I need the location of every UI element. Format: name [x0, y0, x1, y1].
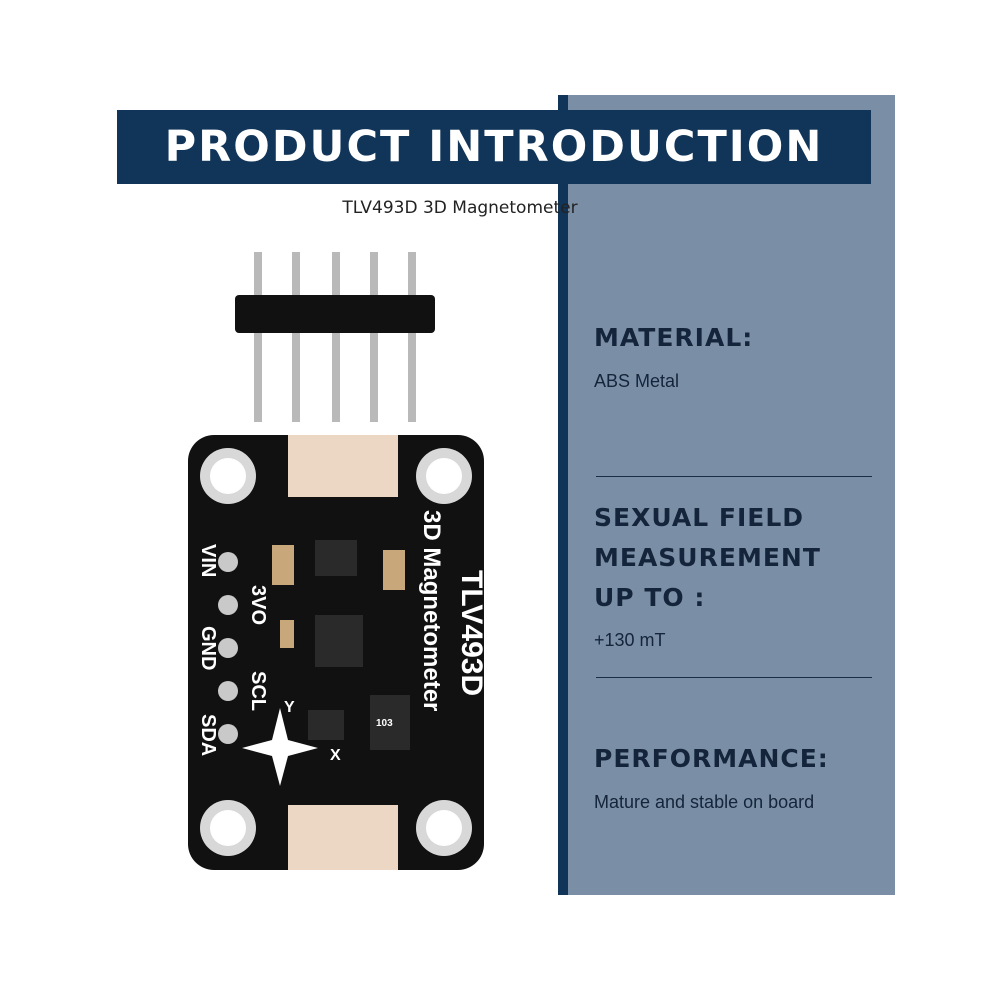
board-name-line2: 3D Magnetometer [418, 510, 445, 711]
chip-code: 103 [376, 718, 393, 729]
spec-material-value: ABS Metal [594, 371, 680, 391]
pin-label-gnd: GND [197, 626, 219, 670]
board-name-line1: TLV493D [455, 570, 488, 696]
axis-y-label: Y [284, 699, 295, 716]
header-pins [235, 252, 435, 422]
pin-label-vin: VIN [197, 544, 219, 577]
spec-performance-value: Mature and stable on board [594, 792, 815, 812]
side-panel-background [558, 95, 895, 895]
spec-field-title: SEXUAL FIELD MEASUREMENT UP TO : [594, 498, 821, 618]
title-banner: PRODUCT INTRODUCTION [117, 110, 871, 184]
mounting-holes [200, 448, 472, 856]
spec-performance-title: PERFORMANCE: [594, 744, 829, 773]
chips [272, 540, 410, 750]
spec-material-title: MATERIAL: [594, 323, 754, 352]
magnetometer-board-image: VIN GND SDA 3VO SCL TLV493D 3D Magnetome… [188, 252, 488, 870]
pin-label-sda: SDA [197, 714, 219, 756]
spec-divider [596, 476, 872, 477]
spec-field-title-line: SEXUAL FIELD [594, 503, 805, 532]
connector-bottom [288, 805, 398, 870]
axis-x-label: X [330, 747, 341, 764]
pin-label-3vo: 3VO [247, 585, 269, 625]
product-subtitle: TLV493D 3D Magnetometer [342, 198, 578, 218]
spec-field-title-line: UP TO : [594, 583, 706, 612]
pin-pads [218, 552, 238, 744]
connector-top [288, 435, 398, 497]
axis-star-icon [242, 708, 318, 786]
pin-label-scl: SCL [247, 671, 269, 711]
spec-divider [596, 677, 872, 678]
spec-field-title-line: MEASUREMENT [594, 543, 821, 572]
side-panel-stripe [558, 95, 568, 895]
page-title: PRODUCT INTRODUCTION [164, 122, 824, 172]
spec-field-value: +130 mT [594, 630, 666, 650]
